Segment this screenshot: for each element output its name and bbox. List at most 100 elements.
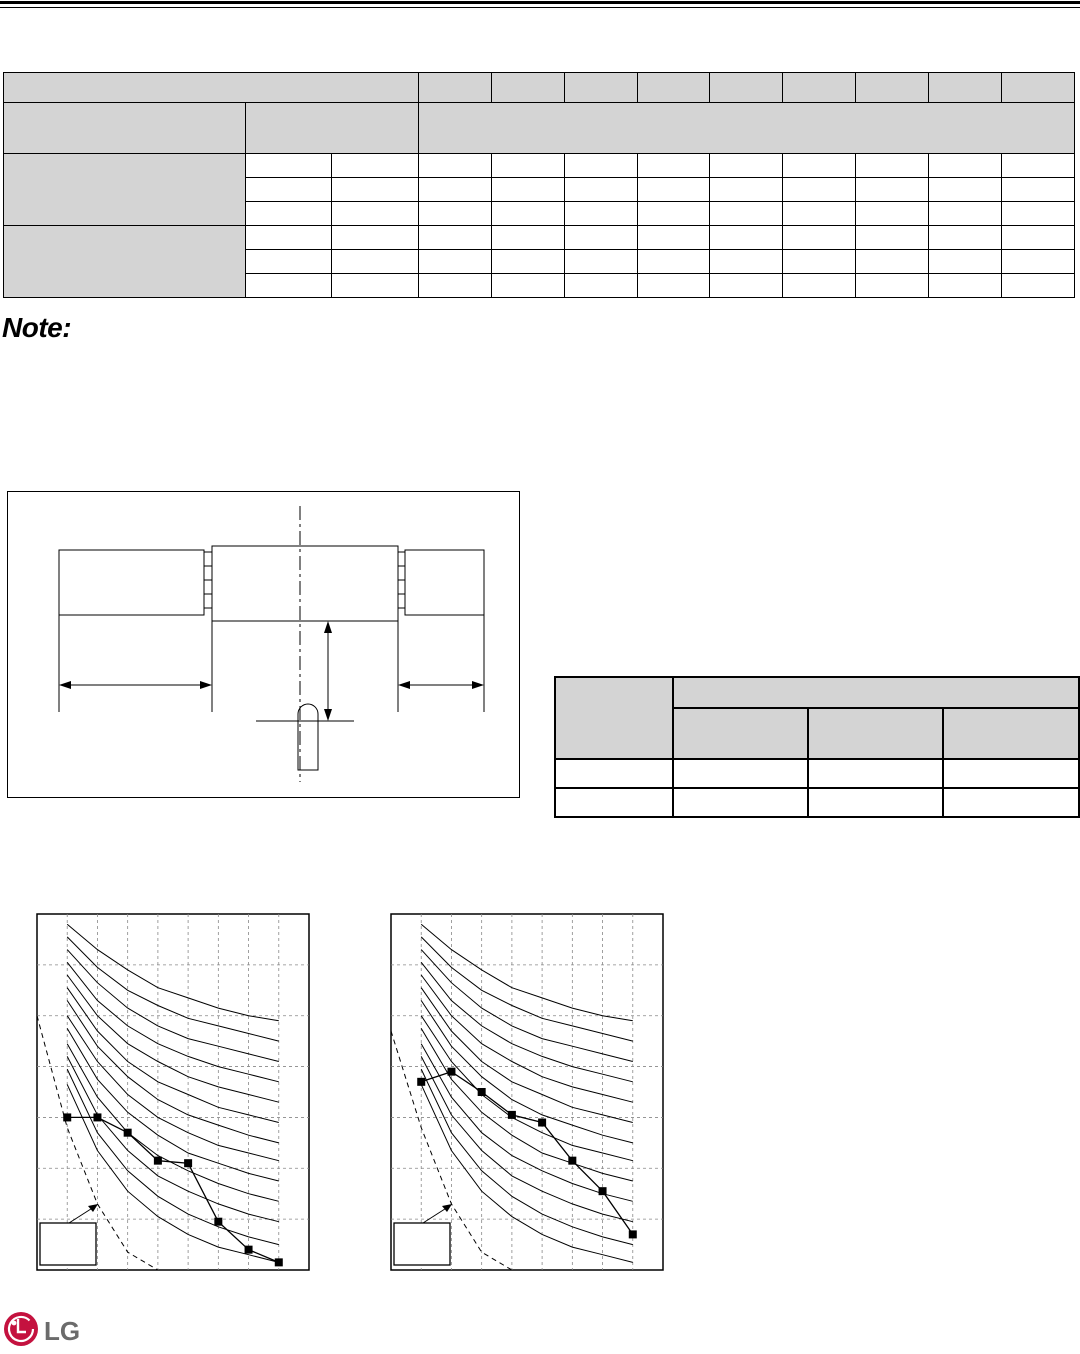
- spec-group-label: [2, 153, 247, 226]
- reference-curve: [420, 1015, 633, 1162]
- right-fin-4: [397, 593, 406, 609]
- clearance-row: [554, 787, 1080, 818]
- reference-curve: [420, 987, 633, 1123]
- measured-point: [184, 1159, 193, 1168]
- lg-logo: LG: [4, 1312, 80, 1346]
- measured-point: [123, 1128, 132, 1137]
- measured-point: [417, 1077, 426, 1086]
- left-arrowhead-b: [200, 681, 212, 689]
- lg-logo-text: LG: [44, 1316, 80, 1346]
- measured-point: [274, 1258, 283, 1267]
- left-unit-block: [58, 549, 205, 616]
- reference-curve: [420, 1043, 633, 1202]
- reference-curve: [66, 961, 279, 1083]
- spec-row: [2, 225, 1075, 298]
- callout-arrowhead: [88, 1204, 98, 1212]
- reference-curve: [66, 1000, 279, 1144]
- spec-header-cell: [855, 72, 930, 103]
- left-arrowhead-a: [59, 681, 71, 689]
- clearance-subheader-cell: [941, 707, 1080, 760]
- reference-curve: [66, 974, 279, 1103]
- clearance-header-row: [554, 676, 1080, 760]
- callout-leader: [422, 1206, 449, 1224]
- measured-point: [214, 1217, 223, 1226]
- sensor-outline: [297, 703, 319, 771]
- vertical-arrowhead-bottom: [324, 709, 332, 721]
- right-fin-2: [397, 565, 406, 581]
- spec-header-cell: [490, 72, 565, 103]
- spec-group-label: [2, 225, 247, 298]
- reference-curve: [66, 987, 279, 1123]
- reference-curve: [420, 1056, 633, 1223]
- reference-curve: [420, 1000, 633, 1144]
- spec-table: [2, 72, 1076, 298]
- note-heading: Note:: [2, 312, 72, 343]
- spec-subheader-cell: [417, 102, 1076, 154]
- callout-box: [393, 1222, 451, 1266]
- right-fin-3: [397, 579, 406, 595]
- callout-arrowhead: [442, 1204, 452, 1212]
- reference-curve: [66, 1028, 279, 1182]
- left-fin-3: [203, 579, 213, 595]
- spec-subheader-cell: [2, 102, 247, 154]
- spec-subheader-row: [2, 102, 1076, 154]
- clearance-subheader-cell: [807, 707, 944, 760]
- spec-header-cell: [417, 72, 492, 103]
- vertical-arrowhead-top: [324, 621, 332, 633]
- reference-curve: [420, 1068, 633, 1246]
- clearance-row: [554, 758, 1080, 789]
- measured-series-line: [67, 1116, 280, 1263]
- spec-row: [4, 273, 1075, 298]
- noise-chart-right: [390, 913, 664, 1271]
- spec-header-cell: [709, 72, 784, 103]
- reference-curve: [66, 1084, 279, 1263]
- reference-curve: [66, 1068, 279, 1246]
- spec-header-row: [3, 72, 1075, 103]
- measured-point: [63, 1113, 72, 1122]
- reference-curve: [420, 961, 633, 1083]
- chart-frame: [36, 913, 310, 1271]
- header-rule-thick: [0, 1, 1080, 4]
- measured-point: [598, 1187, 607, 1196]
- measured-point: [153, 1156, 162, 1165]
- reference-curve: [420, 949, 633, 1062]
- reference-curve: [66, 1043, 279, 1202]
- spec-header-cell: [563, 72, 638, 103]
- spec-subheader-cell: [245, 102, 419, 154]
- installation-diagram: [58, 506, 485, 782]
- right-arrowhead-a: [398, 681, 410, 689]
- spec-row: [4, 249, 1075, 274]
- callout-leader: [68, 1206, 95, 1224]
- spec-header-cell: [636, 72, 711, 103]
- left-fin-1: [203, 551, 213, 567]
- clearance-header-cell: [554, 676, 674, 760]
- threshold-curve: [390, 1030, 513, 1271]
- reference-curve: [420, 974, 633, 1103]
- center-unit-block: [211, 545, 399, 622]
- measured-point: [244, 1245, 253, 1254]
- measured-point: [538, 1118, 547, 1127]
- right-fin-1: [397, 551, 406, 567]
- measured-series-line: [420, 1070, 634, 1235]
- measured-point: [568, 1156, 577, 1165]
- measured-point: [93, 1113, 102, 1122]
- left-fin-4: [203, 593, 213, 609]
- installation-diagram-panel: [7, 491, 520, 798]
- reference-curve: [66, 949, 279, 1062]
- reference-curve: [420, 1084, 633, 1263]
- reference-curve: [66, 923, 279, 1022]
- reference-curve: [66, 1056, 279, 1223]
- clearance-header-cell: [671, 676, 1080, 709]
- measured-point: [447, 1067, 456, 1076]
- clearance-subheader-cell: [672, 707, 809, 760]
- spec-row: [2, 153, 1075, 226]
- reference-curve: [420, 936, 633, 1042]
- spec-header-cell: [928, 72, 1002, 103]
- callout-box: [39, 1222, 97, 1266]
- measured-point: [507, 1110, 516, 1119]
- header-rule-thin: [0, 7, 1080, 8]
- measured-point: [628, 1230, 637, 1239]
- right-arrowhead-b: [472, 681, 484, 689]
- reference-curve: [66, 1015, 279, 1162]
- clearance-subheader-row: [555, 707, 1080, 760]
